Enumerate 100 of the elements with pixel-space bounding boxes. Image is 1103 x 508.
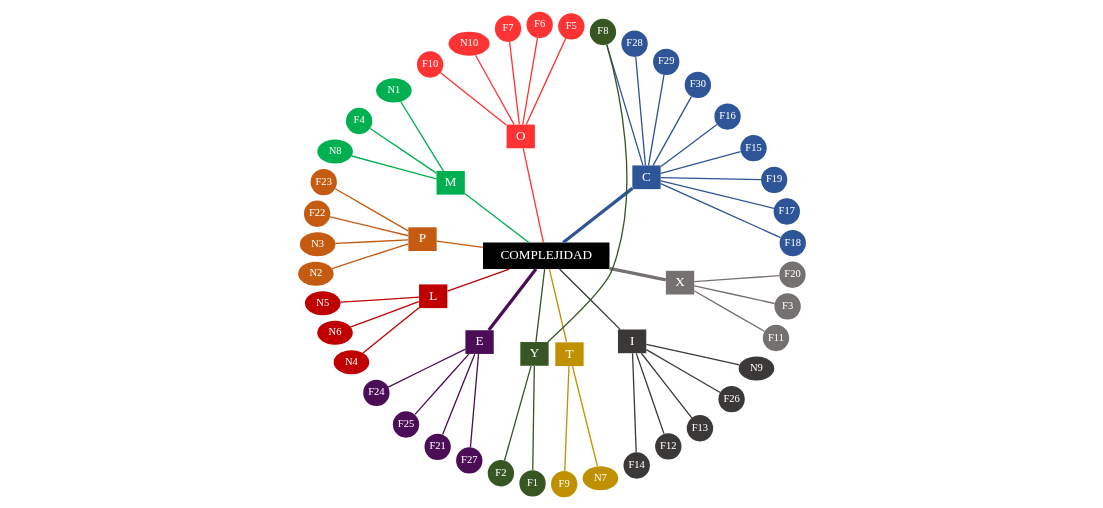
connector xyxy=(608,266,666,281)
connector xyxy=(435,239,484,248)
node-circle: F17 xyxy=(773,197,800,225)
node-circle: F5 xyxy=(557,12,584,39)
node-box: COMPLEJIDAD xyxy=(482,242,609,269)
connector xyxy=(558,267,621,330)
node-circle: F6 xyxy=(526,11,553,38)
connector xyxy=(634,55,646,166)
connector xyxy=(349,300,419,328)
node-ellipse: N1 xyxy=(375,77,412,102)
connector xyxy=(469,352,479,448)
connector xyxy=(651,95,692,166)
connector xyxy=(330,242,409,269)
node-circle: F20 xyxy=(778,261,806,288)
connector xyxy=(693,289,765,332)
node-ellipse: N6 xyxy=(316,320,353,345)
node-circle: F16 xyxy=(713,102,741,130)
node-circle: F11 xyxy=(762,324,789,351)
connector xyxy=(631,352,637,453)
connector xyxy=(640,352,692,418)
node-box: T xyxy=(554,341,584,366)
connector xyxy=(350,154,437,180)
connector xyxy=(474,54,515,125)
connector xyxy=(531,364,535,471)
node-circle: F25 xyxy=(392,410,419,438)
connector xyxy=(561,186,633,244)
node-circle: F10 xyxy=(416,50,443,78)
connector xyxy=(446,267,510,292)
connector xyxy=(413,353,469,415)
node-circle: F23 xyxy=(310,168,337,195)
connector xyxy=(693,284,775,304)
connector xyxy=(487,267,537,331)
connector xyxy=(659,179,774,209)
node-box: M xyxy=(436,170,465,195)
connector xyxy=(645,348,721,393)
node-circle: F29 xyxy=(652,48,679,75)
connector xyxy=(659,176,762,180)
node-circle: F24 xyxy=(362,379,390,406)
connector xyxy=(571,365,598,467)
connector xyxy=(521,36,538,125)
connector xyxy=(546,43,627,343)
connector xyxy=(463,192,530,243)
connector xyxy=(334,238,409,244)
node-ellipse: N2 xyxy=(297,261,334,286)
node-circle: F18 xyxy=(779,229,806,256)
node-circle: F26 xyxy=(717,385,745,412)
node-ellipse: N7 xyxy=(582,465,618,490)
node-circle: F1 xyxy=(518,469,546,497)
node-box: X xyxy=(665,270,694,294)
node-circle: F15 xyxy=(739,134,767,161)
node-box: O xyxy=(506,124,535,148)
node-circle: F7 xyxy=(494,15,521,42)
connector xyxy=(563,364,570,472)
connector xyxy=(387,347,466,388)
node-circle: F30 xyxy=(684,71,711,98)
connector xyxy=(503,364,532,461)
node-circle: F27 xyxy=(455,446,482,474)
connector xyxy=(441,353,475,435)
node-ellipse: N3 xyxy=(299,231,335,256)
connector xyxy=(439,71,507,126)
connector xyxy=(548,267,567,343)
node-circle: F12 xyxy=(654,432,681,459)
connector xyxy=(525,37,566,125)
connector xyxy=(334,187,409,232)
connector xyxy=(635,352,665,434)
node-circle: F19 xyxy=(760,166,787,193)
node-circle: F22 xyxy=(303,200,330,227)
node-circle: F2 xyxy=(487,459,514,486)
connector xyxy=(659,123,718,167)
connector xyxy=(659,182,781,238)
node-box: Y xyxy=(519,341,549,366)
node-ellipse: N10 xyxy=(448,31,490,56)
connector xyxy=(647,73,665,166)
connector xyxy=(399,100,444,171)
connector xyxy=(645,343,740,365)
node-ellipse: N8 xyxy=(316,139,353,164)
connector xyxy=(659,150,741,174)
node-circle: F21 xyxy=(423,433,451,460)
node-circle: F28 xyxy=(620,30,648,57)
node-ellipse: N9 xyxy=(738,356,774,381)
connector xyxy=(339,296,420,303)
connector xyxy=(508,40,520,125)
node-box: C xyxy=(631,164,661,189)
connector xyxy=(693,274,780,282)
node-ellipse: N4 xyxy=(333,349,369,374)
connector xyxy=(522,147,544,243)
connector xyxy=(361,306,420,354)
node-circle: F8 xyxy=(589,18,616,45)
connector xyxy=(328,215,409,236)
node-circle: F13 xyxy=(686,414,713,441)
node-circle: F14 xyxy=(623,451,650,479)
node-ellipse: N5 xyxy=(304,290,340,315)
node-box: L xyxy=(418,283,447,308)
node-box: E xyxy=(464,329,494,354)
node-box: I xyxy=(617,329,646,353)
node-circle: F4 xyxy=(345,107,372,134)
node-box: P xyxy=(407,226,437,251)
node-circle: F3 xyxy=(773,292,801,320)
connector xyxy=(534,267,545,342)
connector xyxy=(369,127,437,174)
